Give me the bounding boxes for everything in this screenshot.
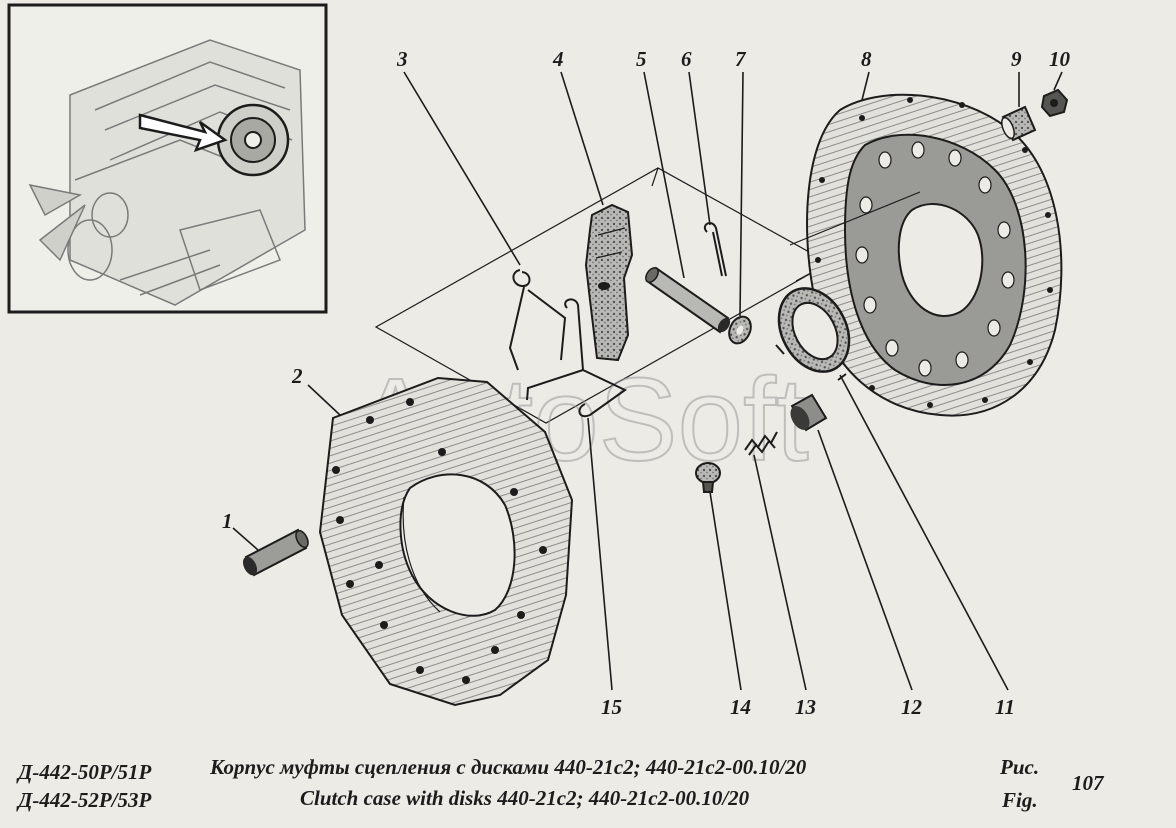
part-cotter-pin: [703, 222, 727, 277]
part-wire-bracket: [526, 298, 627, 418]
callout-3: 3: [396, 47, 408, 71]
part-spring: [508, 269, 567, 371]
figure-number: 107: [1072, 771, 1104, 795]
callout-8: 8: [861, 47, 872, 71]
callout-13: 13: [795, 695, 816, 719]
caption-russian: Корпус муфты сцепления с дисками 440-21с…: [210, 755, 807, 779]
part-release-fork: [584, 203, 634, 362]
part-nut: [1040, 88, 1069, 118]
disk-rivets: [855, 141, 1015, 377]
leader-lines: [232, 71, 1063, 691]
part-bushing: [790, 393, 828, 432]
callout-12: 12: [901, 695, 923, 719]
engine-inset: [7, 3, 328, 314]
figure-caption: Д-442-50Р/51Р Д-442-52Р/53Р Корпус муфты…: [0, 752, 1176, 822]
pointer-arrow-icon: [138, 113, 228, 153]
callout-14: 14: [730, 695, 751, 719]
callout-6: 6: [681, 47, 692, 71]
part-sleeve: [1001, 105, 1037, 142]
part-clutch-disk: [789, 93, 1063, 417]
part-shaft: [645, 266, 731, 334]
part-dowel-pin: [242, 528, 309, 577]
part-bearing-ring: [775, 287, 851, 381]
part-grease-fitting: [695, 462, 721, 493]
callout-11: 11: [995, 695, 1015, 719]
figure-label-en: Fig.: [1002, 788, 1038, 812]
model-line-1: Д-442-50Р/51Р: [18, 760, 152, 784]
callout-9: 9: [1011, 47, 1022, 71]
callout-5: 5: [636, 47, 647, 71]
callout-4: 4: [552, 47, 564, 71]
figure-label-ru: Рис.: [1000, 755, 1040, 779]
case-bolt-holes: [332, 398, 547, 684]
callout-1: 1: [222, 509, 233, 533]
model-line-2: Д-442-52Р/53Р: [18, 788, 152, 812]
flywheel-highlight-icon: [216, 103, 290, 177]
callout-2: 2: [291, 364, 303, 388]
part-clutch-case: [318, 376, 574, 707]
part-lock-washer: [728, 315, 752, 345]
part-small-spring: [744, 431, 778, 456]
callout-7: 7: [735, 47, 747, 71]
callout-10: 10: [1049, 47, 1071, 71]
callout-15: 15: [601, 695, 622, 719]
callout-labels: 1 2 3 4 5 6 7 8 9 10 11 12 13 14 15: [222, 47, 1071, 719]
caption-english: Clutch case with disks 440-21c2; 440-21c…: [300, 786, 750, 810]
